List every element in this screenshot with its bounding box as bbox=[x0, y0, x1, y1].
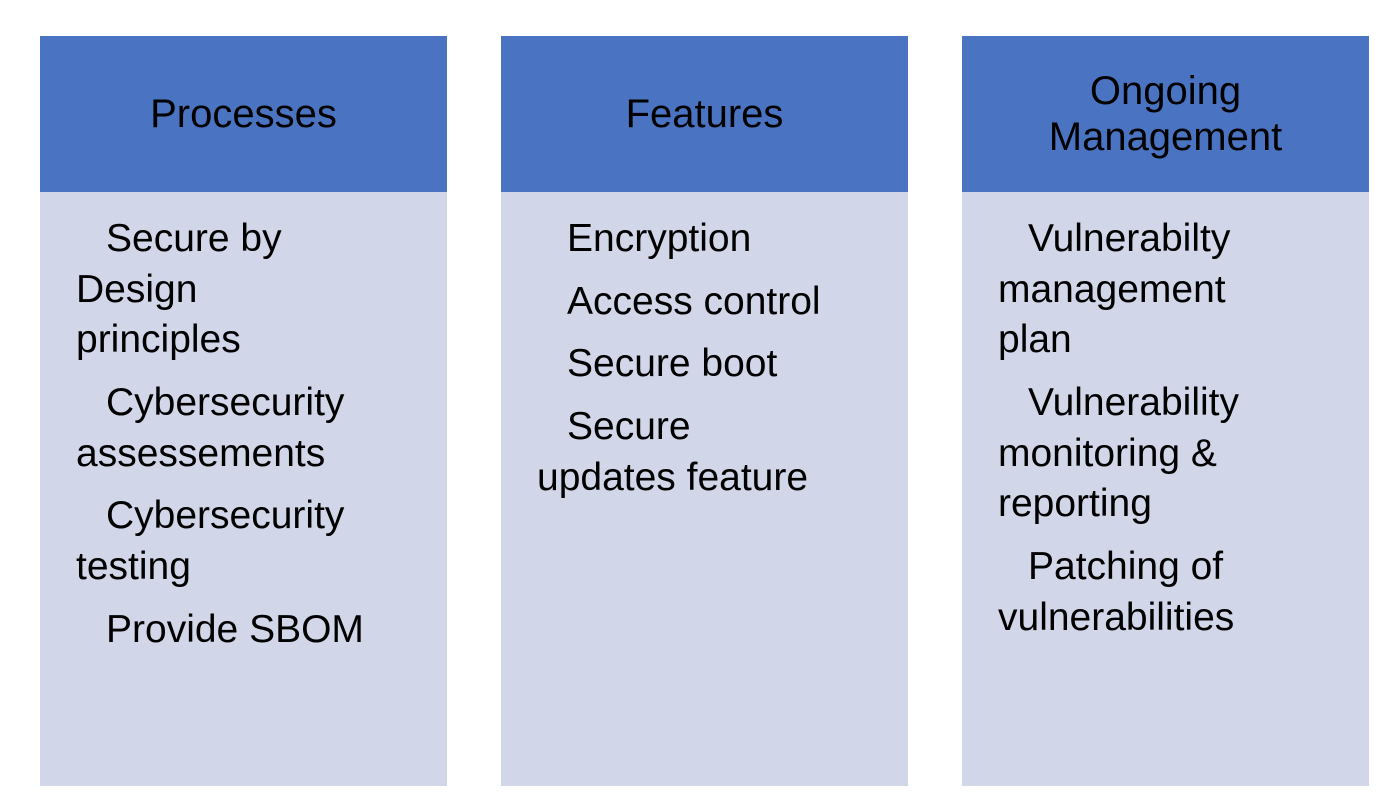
list-item: Access control bbox=[567, 279, 821, 323]
column-body-features: Encryption Access control Secure boot Se… bbox=[501, 192, 908, 786]
column-header-features: Features bbox=[501, 36, 908, 192]
column-group: Processes Secure by Design principles Cy… bbox=[40, 36, 1369, 786]
list-item: Provide SBOM bbox=[106, 607, 364, 651]
column-processes: Processes Secure by Design principles Cy… bbox=[40, 36, 447, 786]
column-body-ongoing-management: Vulnerabilty management plan Vulnerabili… bbox=[962, 192, 1369, 786]
column-header-ongoing-management: Ongoing Management bbox=[962, 36, 1369, 192]
column-title: Features bbox=[625, 92, 784, 136]
list-item: Patching of vulnerabilities bbox=[998, 545, 1235, 639]
column-header-processes: Processes bbox=[40, 36, 447, 192]
list-item: Secure boot bbox=[567, 342, 778, 386]
column-title: Ongoing Management bbox=[1048, 69, 1283, 159]
list-item: Cybersecurity assessements bbox=[76, 381, 345, 475]
list-item: Vulnerabilty management plan bbox=[998, 217, 1231, 362]
column-title: Processes bbox=[150, 92, 337, 136]
column-ongoing-management: Ongoing Management Vulnerabilty manageme… bbox=[962, 36, 1369, 786]
list-item: Cybersecurity testing bbox=[76, 494, 345, 589]
list-item: Encryption bbox=[567, 217, 752, 260]
column-body-processes: Secure by Design principles Cybersecurit… bbox=[40, 192, 447, 786]
list-item: Secure updates feature bbox=[537, 405, 809, 499]
column-features: Features Encryption Access control Secur… bbox=[501, 36, 908, 786]
list-item: Secure by Design principles bbox=[76, 217, 282, 362]
list-item: Vulnerability monitoring & reporting bbox=[998, 381, 1239, 526]
